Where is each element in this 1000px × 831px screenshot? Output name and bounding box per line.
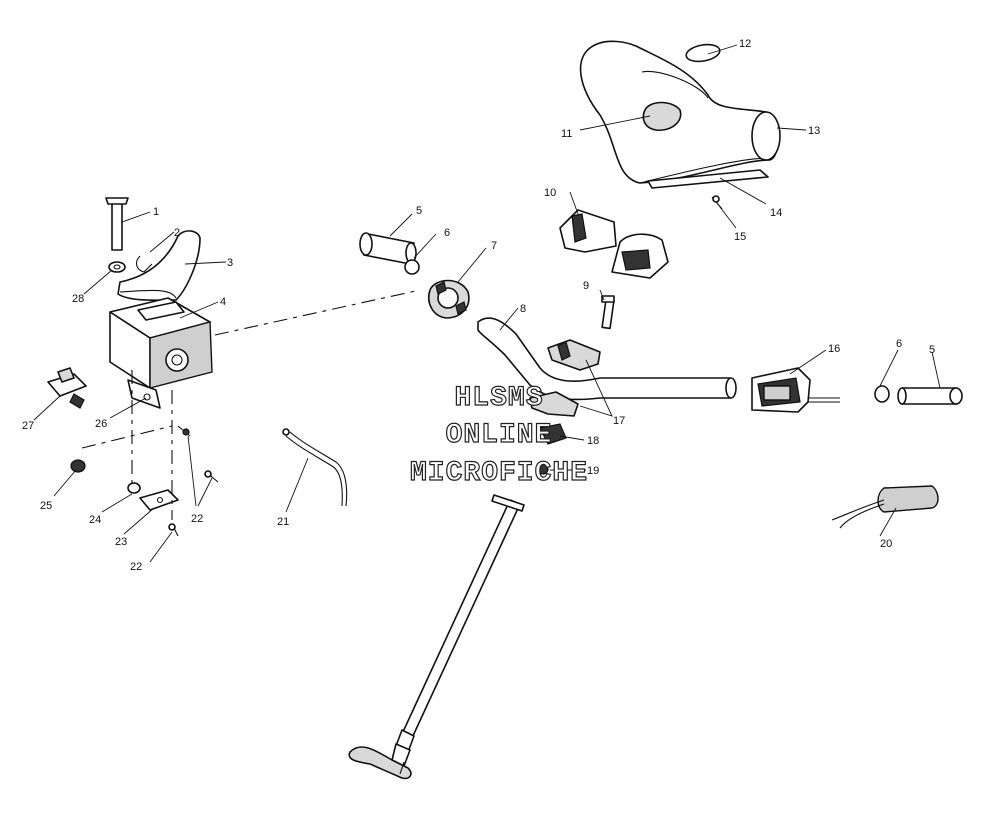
callout-4: 4 <box>220 296 226 308</box>
decal-12 <box>685 43 721 63</box>
callout-27: 27 <box>22 420 34 432</box>
decal-11 <box>642 101 682 132</box>
callout-6-left: 6 <box>444 227 450 239</box>
callout-13: 13 <box>808 125 820 137</box>
lever-3 <box>117 230 201 302</box>
callout-5-left: 5 <box>416 205 422 217</box>
bushing-right <box>874 385 890 403</box>
callout-22-mid: 22 <box>191 513 203 525</box>
clamp-ring <box>428 279 470 319</box>
callout-9: 9 <box>583 280 589 292</box>
washer-28 <box>108 261 126 273</box>
bolt-1 <box>105 197 129 251</box>
callout-26: 26 <box>95 418 107 430</box>
callout-11: 11 <box>561 128 572 140</box>
grip-left <box>359 232 417 265</box>
watermark-line-2: ONLINE <box>446 420 553 451</box>
callout-5-right: 5 <box>929 344 935 356</box>
bar-clamp-upper <box>547 339 601 371</box>
callout-10: 10 <box>544 187 556 199</box>
assembly-guide-lines <box>81 370 173 520</box>
callout-28: 28 <box>72 293 84 305</box>
watermark-line-1: HLSMS <box>454 383 543 414</box>
callout-20: 20 <box>880 538 892 550</box>
switch-housing <box>559 209 669 279</box>
grip-heater <box>831 485 939 529</box>
callout-6-right: 6 <box>896 338 902 350</box>
watermark: HLSMS ONLINE MICROFICHE <box>409 382 588 489</box>
callout-8: 8 <box>520 303 526 315</box>
callout-18: 18 <box>587 435 599 447</box>
plate-18 <box>539 423 567 445</box>
screw-22-upper <box>177 425 191 437</box>
screw-22-lower <box>168 523 179 537</box>
steering-post <box>348 494 525 780</box>
bushing-left <box>404 259 420 275</box>
callout-16: 16 <box>828 343 840 355</box>
axis-line <box>214 289 421 336</box>
callout-17: 17 <box>613 415 625 427</box>
ring-24 <box>127 482 141 494</box>
callout-7: 7 <box>491 240 497 252</box>
callout-14: 14 <box>770 207 782 219</box>
callout-21: 21 <box>277 516 289 528</box>
screw-22-mid <box>204 470 219 483</box>
handlebar-tube <box>477 317 737 401</box>
bracket-23 <box>139 489 179 511</box>
callout-15: 15 <box>734 231 746 243</box>
callout-3: 3 <box>227 257 233 269</box>
clip-2 <box>135 255 153 273</box>
callout-12: 12 <box>739 38 751 50</box>
connector-27 <box>47 367 87 409</box>
washer-26 <box>127 379 161 409</box>
callout-25: 25 <box>40 500 52 512</box>
watermark-line-3: MICROFICHE <box>410 458 588 489</box>
bolt-9 <box>601 295 615 330</box>
callout-1: 1 <box>153 206 159 218</box>
pad-strip-14 <box>647 169 769 189</box>
bar-clamp-lower <box>529 391 579 417</box>
callout-22-lower: 22 <box>130 561 142 573</box>
callout-23: 23 <box>115 536 127 548</box>
callout-19: 19 <box>587 465 599 477</box>
control-block <box>751 367 840 413</box>
grip-right <box>897 387 963 405</box>
callout-24: 24 <box>89 514 101 526</box>
callout-2: 2 <box>174 227 180 239</box>
cable-21 <box>282 428 348 507</box>
housing-4 <box>109 297 213 389</box>
nut-19 <box>537 463 549 475</box>
leader-lines <box>33 44 941 563</box>
callouts: 1 2 3 4 5 5 6 6 7 8 9 10 11 12 13 14 15 … <box>22 38 935 573</box>
nut-25 <box>70 459 86 473</box>
